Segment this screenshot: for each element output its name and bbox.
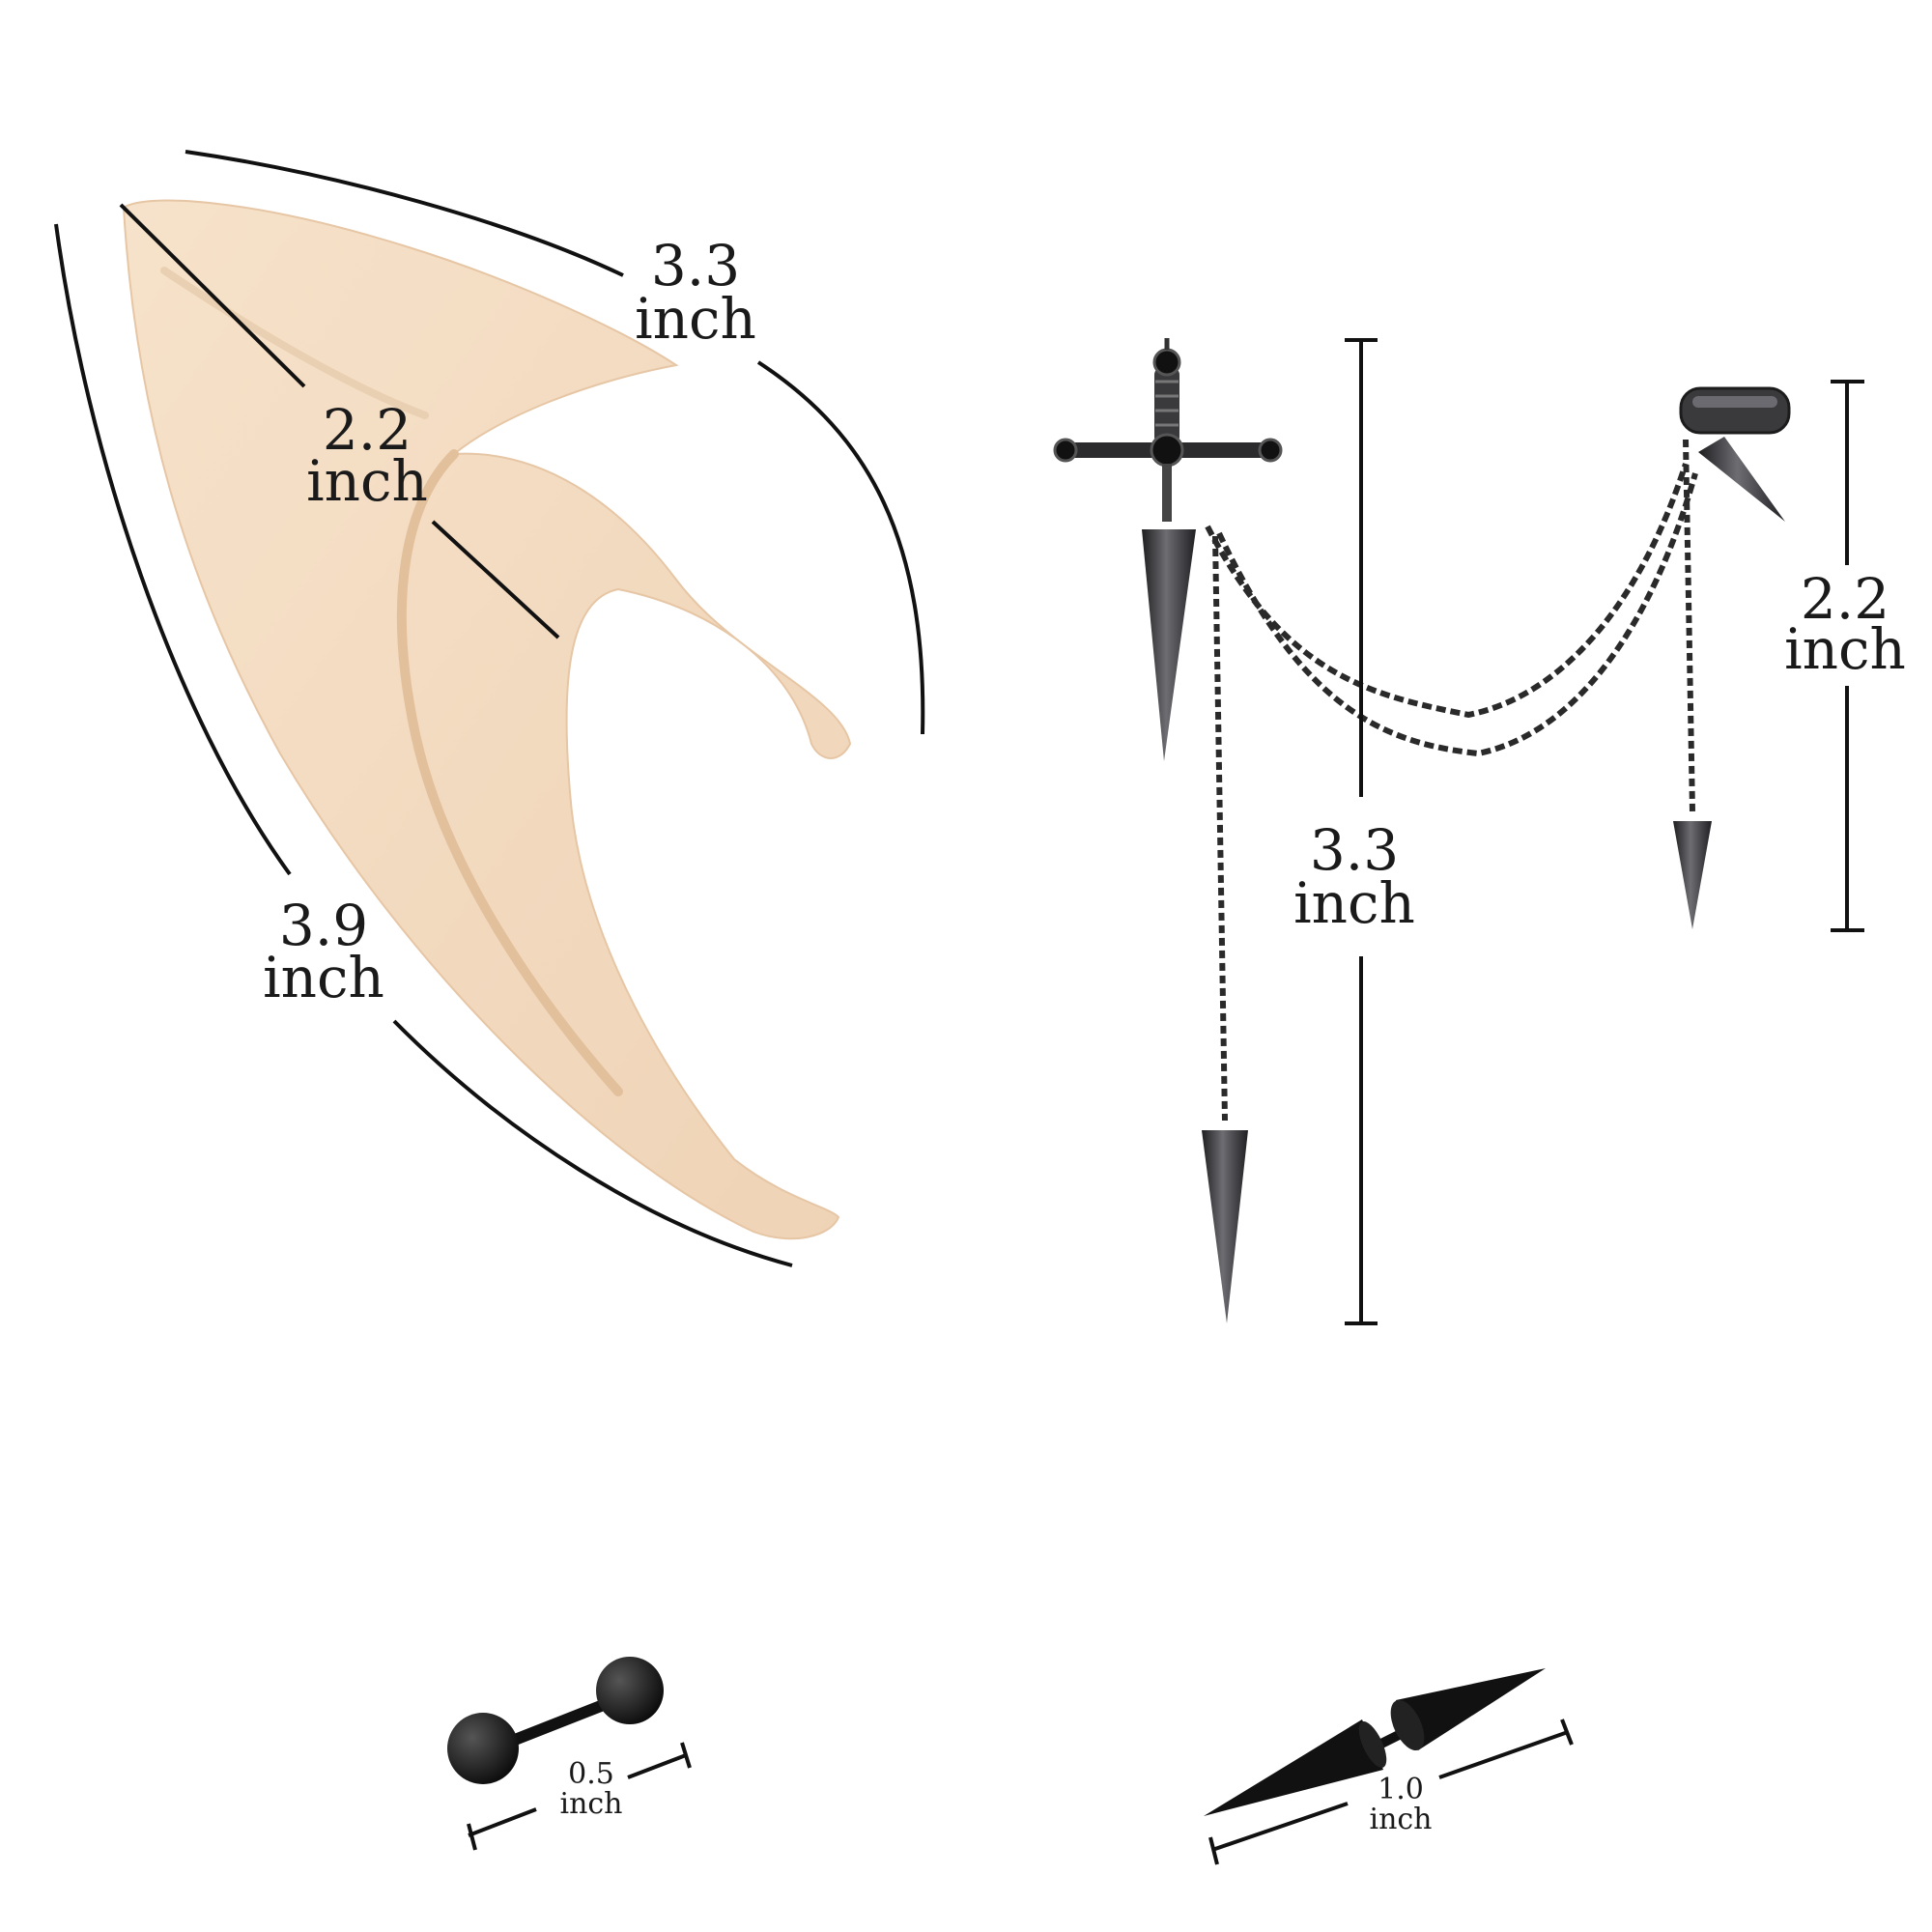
dagger-grip	[1154, 367, 1179, 444]
ear-depth-unit: inch	[306, 448, 428, 514]
ball-stud-right-ball	[596, 1657, 664, 1724]
cuff-measure-line	[1831, 380, 1864, 932]
spike-stud-right-spike	[1396, 1668, 1546, 1750]
ear-left-value: 3.9	[279, 893, 368, 958]
ball-stud-length-unit: inch	[559, 1787, 622, 1821]
left-edge-line-top	[54, 223, 292, 876]
dagger-earring	[1053, 338, 1698, 1323]
elf-ear-left-edge-label: 3.9 inch	[263, 893, 384, 1010]
dagger-length-value: 3.3	[1310, 817, 1399, 883]
dagger-drop-chain	[1212, 535, 1228, 1122]
ear-depth-value: 2.2	[323, 397, 412, 463]
dagger-bottom-spike	[1202, 1130, 1248, 1323]
dagger-length-unit: inch	[1293, 870, 1415, 936]
elf-ear-depth-label: 2.2 inch	[306, 397, 428, 514]
cuff-drop-chain	[1683, 439, 1695, 812]
spike-stud-length-unit: inch	[1369, 1803, 1432, 1836]
top-edge-line-left	[185, 150, 624, 277]
cuff-length-value: 2.2	[1801, 566, 1889, 632]
ear-top-value: 3.3	[651, 233, 740, 298]
ear-top-unit: inch	[635, 286, 756, 352]
elf-ear-measure-lines	[54, 150, 925, 1267]
cuff-length-unit: inch	[1784, 616, 1906, 682]
left-edge-line-bottom	[392, 1019, 793, 1267]
ball-stud-length-value: 0.5	[568, 1757, 614, 1791]
spike-stud-measure-line	[1208, 1719, 1574, 1865]
cuff-length-label: 2.2 inch	[1784, 566, 1906, 682]
spike-stud-length-value: 1.0	[1378, 1773, 1424, 1806]
ball-stud-measure-line	[467, 1742, 692, 1851]
cuff-earring	[1673, 386, 1791, 929]
elf-ear-body	[122, 199, 852, 1240]
depth-line-top	[119, 203, 306, 388]
ear-cuff	[1679, 386, 1791, 435]
dagger-measure-line	[1345, 338, 1378, 1325]
spike-stud-length-label: 1.0 inch	[1369, 1773, 1432, 1836]
ear-left-unit: inch	[263, 945, 384, 1010]
elf-ear-top-edge-label: 3.3 inch	[635, 233, 756, 352]
cuff-bottom-spike	[1673, 821, 1712, 929]
depth-line-bottom	[431, 520, 560, 639]
dagger-swag-chain-1	[1205, 463, 1689, 719]
dagger-main-spike	[1142, 529, 1196, 761]
elf-ear-inner-fold	[396, 449, 623, 1096]
spike-stud	[1204, 1668, 1546, 1816]
ball-stud	[447, 1657, 664, 1784]
elf-ear	[122, 199, 852, 1240]
cuff-side-spike	[1698, 437, 1785, 522]
spike-stud-left-spike	[1204, 1719, 1383, 1816]
dagger-length-label: 3.3 inch	[1293, 817, 1415, 936]
ball-stud-left-ball	[447, 1713, 519, 1784]
ball-stud-length-label: 0.5 inch	[559, 1757, 622, 1821]
top-edge-line-right	[756, 360, 925, 735]
elf-ear-inner-ridge	[160, 267, 429, 419]
